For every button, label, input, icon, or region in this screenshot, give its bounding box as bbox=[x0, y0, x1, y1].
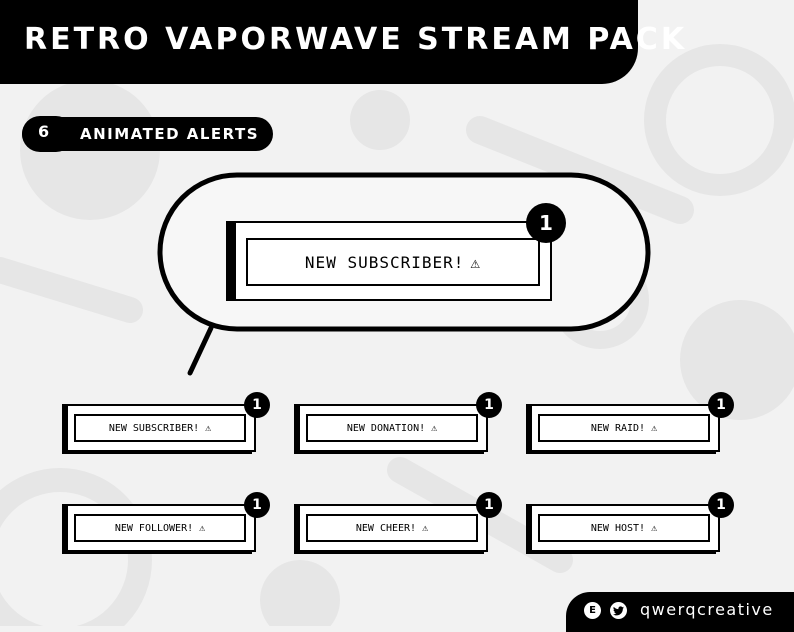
alert-count-badge: 1 bbox=[244, 492, 270, 518]
alert-count-badge: 1 bbox=[244, 392, 270, 418]
warning-icon: ⚠ bbox=[205, 422, 212, 434]
twitter-bird-glyph bbox=[613, 605, 624, 615]
etsy-icon[interactable]: E bbox=[584, 602, 601, 619]
alert-text: NEW HOST! bbox=[590, 522, 646, 534]
alert-new-follower: NEW FOLLOWER! ⚠ 1 bbox=[62, 492, 270, 554]
twitter-icon[interactable] bbox=[610, 602, 627, 619]
alert-text-box: NEW CHEER! ⚠ bbox=[306, 514, 478, 542]
page-title: RETRO VAPORWAVE STREAM PACK bbox=[24, 22, 688, 57]
alert-count-badge: 1 bbox=[476, 392, 502, 418]
section-number-badge: 6 bbox=[22, 116, 74, 152]
title-banner: RETRO VAPORWAVE STREAM PACK bbox=[0, 0, 684, 84]
alert-count-badge: 1 bbox=[526, 203, 566, 243]
alert-text-box: NEW FOLLOWER! ⚠ bbox=[74, 514, 246, 542]
alert-count-badge: 1 bbox=[708, 492, 734, 518]
creator-handle[interactable]: qwerqcreative bbox=[640, 600, 774, 619]
warning-icon: ⚠ bbox=[199, 522, 206, 534]
alert-count-badge: 1 bbox=[708, 392, 734, 418]
section-header: 6 ANIMATED ALERTS bbox=[22, 116, 273, 152]
alert-text-box: NEW SUBSCRIBER! ⚠ bbox=[74, 414, 246, 442]
footer-social-bar: E qwerqcreative bbox=[566, 592, 794, 632]
alert-new-subscriber: NEW SUBSCRIBER! ⚠ 1 bbox=[62, 392, 270, 454]
featured-alert: NEW SUBSCRIBER! ⚠ 1 bbox=[226, 203, 566, 303]
warning-icon: ⚠ bbox=[422, 522, 429, 534]
alert-text-box: NEW SUBSCRIBER! ⚠ bbox=[246, 238, 540, 286]
alert-text: NEW SUBSCRIBER! bbox=[108, 422, 200, 434]
warning-icon: ⚠ bbox=[470, 252, 482, 272]
alert-text: NEW DONATION! bbox=[346, 422, 426, 434]
alert-new-cheer: NEW CHEER! ⚠ 1 bbox=[294, 492, 502, 554]
alert-text-box: NEW DONATION! ⚠ bbox=[306, 414, 478, 442]
alert-new-raid: NEW RAID! ⚠ 1 bbox=[526, 392, 734, 454]
alert-text-box: NEW HOST! ⚠ bbox=[538, 514, 710, 542]
alert-new-host: NEW HOST! ⚠ 1 bbox=[526, 492, 734, 554]
alert-text: NEW FOLLOWER! bbox=[114, 522, 194, 534]
warning-icon: ⚠ bbox=[651, 522, 658, 534]
section-number: 6 bbox=[38, 122, 50, 141]
section-label: ANIMATED ALERTS bbox=[80, 125, 260, 143]
alert-count-badge: 1 bbox=[476, 492, 502, 518]
alert-text: NEW CHEER! bbox=[355, 522, 417, 534]
warning-icon: ⚠ bbox=[651, 422, 658, 434]
warning-icon: ⚠ bbox=[431, 422, 438, 434]
alert-text: NEW RAID! bbox=[590, 422, 646, 434]
alert-text: NEW SUBSCRIBER! bbox=[304, 252, 465, 272]
alert-new-donation: NEW DONATION! ⚠ 1 bbox=[294, 392, 502, 454]
alert-text-box: NEW RAID! ⚠ bbox=[538, 414, 710, 442]
